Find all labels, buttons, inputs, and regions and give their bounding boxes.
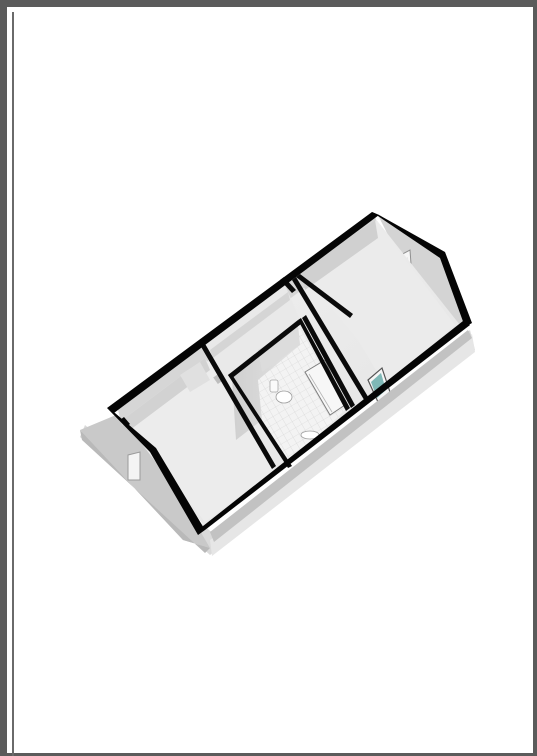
building-base bbox=[80, 330, 475, 556]
roof-slope-front bbox=[210, 330, 472, 542]
bathroom bbox=[232, 325, 346, 462]
exterior-walls bbox=[107, 212, 472, 535]
toilet-icon bbox=[269, 379, 293, 404]
room-right bbox=[300, 220, 455, 403]
gable-end-left bbox=[80, 415, 210, 553]
room-left bbox=[125, 358, 275, 522]
partition-walls bbox=[200, 274, 370, 469]
page-inner-rule bbox=[12, 12, 14, 756]
gable-window-left-icon bbox=[127, 451, 141, 481]
landing bbox=[205, 285, 300, 384]
